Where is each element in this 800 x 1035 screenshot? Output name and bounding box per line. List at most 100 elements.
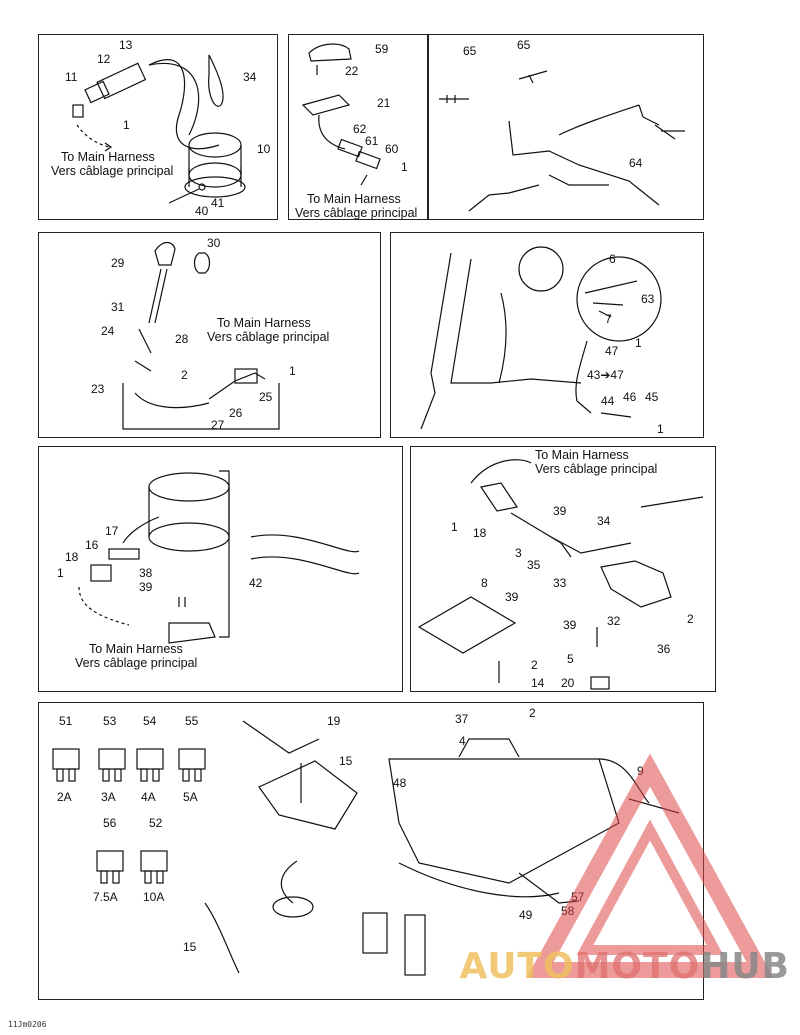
to-main-harness-fr: Vers câblage principal [535, 462, 657, 476]
callout-32: 32 [607, 614, 621, 628]
panel-hood-harness: 6 7 63 47 1 43➔47 44 46 45 1 [390, 232, 704, 438]
panel-1-callouts: 13 12 11 1 34 10 41 40 To Main Harness V… [51, 38, 271, 218]
panel-sensor-mount: 65 65 64 [428, 34, 704, 220]
panel-throttle-harness: 1 18 39 34 3 35 33 8 39 32 2 39 36 5 2 1… [410, 446, 716, 692]
callout-46: 46 [623, 390, 637, 404]
callout-1: 1 [123, 118, 130, 132]
automotohub-logo [526, 753, 774, 978]
fuse-55-id: 55 [185, 714, 199, 728]
fuse-53-id: 53 [103, 714, 117, 728]
callout-3: 3 [515, 546, 522, 560]
callout-14: 14 [531, 676, 545, 690]
callout-27: 27 [211, 418, 225, 432]
callout-39: 39 [563, 618, 577, 632]
callout-31: 31 [111, 300, 125, 314]
fuse-53 [98, 748, 126, 782]
callout-5: 5 [567, 652, 574, 666]
watermark-moto: MOTO [574, 946, 701, 987]
callout-39: 39 [505, 590, 519, 604]
to-main-harness-fr: Vers câblage principal [75, 656, 197, 670]
callout-1: 1 [57, 566, 64, 580]
callout-30: 30 [207, 236, 221, 250]
fuse-52-id: 52 [149, 816, 163, 830]
callout-45: 45 [645, 390, 659, 404]
callout-18: 18 [65, 550, 79, 564]
callout-1: 1 [635, 336, 642, 350]
watermark-auto: AUTO [459, 946, 575, 987]
panel-8-drawing: 51 2A 53 3A 54 4A 55 5A 56 7.5A 52 10A 1… [52, 706, 680, 976]
fuse-51-value: 2A [57, 790, 72, 804]
callout-11: 11 [65, 70, 78, 84]
callout-24: 24 [101, 324, 115, 338]
callout-34: 34 [597, 514, 611, 528]
callout-20: 20 [561, 676, 575, 690]
callout-34: 34 [243, 70, 257, 84]
fuse-54-id: 54 [143, 714, 157, 728]
callout-48: 48 [393, 776, 407, 790]
callout-1: 1 [401, 160, 408, 174]
panel-4-drawing: 29 30 31 24 28 2 23 27 26 25 1 To Main H… [91, 236, 329, 432]
panel-bulb-harness: 29 30 31 24 28 2 23 27 26 25 1 To Main H… [38, 232, 381, 438]
fuse-55 [178, 748, 206, 782]
callout-64: 64 [629, 156, 643, 170]
callout-10: 10 [257, 142, 271, 156]
fuse-55-value: 5A [183, 790, 198, 804]
fuse-51 [52, 748, 80, 782]
callout-8: 8 [481, 576, 488, 590]
fuse-56-value: 7.5A [93, 890, 118, 904]
callout-7: 7 [605, 312, 612, 326]
callout-49: 49 [519, 908, 533, 922]
panel-2-drawing: 59 22 21 62 61 60 1 To Main Harness Vers… [295, 42, 417, 220]
callout-2: 2 [181, 368, 188, 382]
callout-40: 40 [195, 204, 209, 218]
callout-2: 2 [687, 612, 694, 626]
callout-42: 42 [249, 576, 263, 590]
callout-37: 37 [455, 712, 469, 726]
callout-39: 39 [139, 580, 153, 594]
to-main-harness-en: To Main Harness [535, 448, 629, 462]
callout-43-47: 43➔47 [587, 368, 624, 382]
callout-1: 1 [451, 520, 458, 534]
fuse-52 [140, 850, 168, 884]
fuse-53-value: 3A [101, 790, 116, 804]
callout-26: 26 [229, 406, 243, 420]
watermark-text: AUTOMOTOHUB [459, 946, 790, 987]
callout-15: 15 [183, 940, 197, 954]
callout-23: 23 [91, 382, 105, 396]
panel-1-drawing: 13 12 11 1 34 10 41 40 To Main Harness V… [51, 38, 271, 218]
callout-19: 19 [327, 714, 341, 728]
callout-1: 1 [289, 364, 296, 378]
panel-7-drawing: 1 18 39 34 3 35 33 8 39 32 2 39 36 5 2 1… [417, 448, 704, 690]
callout-39: 39 [553, 504, 567, 518]
callout-36: 36 [657, 642, 671, 656]
fuse-56 [96, 850, 124, 884]
callout-21: 21 [377, 96, 391, 110]
callout-18: 18 [473, 526, 487, 540]
callout-38: 38 [139, 566, 153, 580]
callout-59: 59 [375, 42, 389, 56]
callout-65: 65 [517, 38, 531, 52]
callout-1: 1 [657, 422, 664, 436]
callout-35: 35 [527, 558, 541, 572]
panel-light-harness: 59 22 21 62 61 60 1 To Main Harness Vers… [288, 34, 428, 220]
callout-44: 44 [601, 394, 615, 408]
fuse-52-value: 10A [143, 890, 164, 904]
callout-41: 41 [211, 196, 225, 210]
drawing-code: 11Jm0206 [8, 1020, 47, 1029]
callout-22: 22 [345, 64, 359, 78]
callout-28: 28 [175, 332, 189, 346]
callout-4: 4 [459, 734, 466, 748]
to-main-harness-fr: Vers câblage principal [51, 164, 173, 178]
fuse-56-id: 56 [103, 816, 117, 830]
panel-6-drawing: 17 16 18 1 38 39 42 To Main Harness Vers… [57, 470, 360, 670]
callout-60: 60 [385, 142, 399, 156]
fuse-51-id: 51 [59, 714, 73, 728]
to-main-harness-fr: Vers câblage principal [295, 206, 417, 220]
callout-62: 62 [353, 122, 367, 136]
to-main-harness-en: To Main Harness [61, 150, 155, 164]
panel-switch-harness: 13 12 11 1 34 10 41 40 To Main Harness V… [38, 34, 278, 220]
callout-16: 16 [85, 538, 99, 552]
callout-17: 17 [105, 524, 119, 538]
callout-33: 33 [553, 576, 567, 590]
callout-2: 2 [531, 658, 538, 672]
